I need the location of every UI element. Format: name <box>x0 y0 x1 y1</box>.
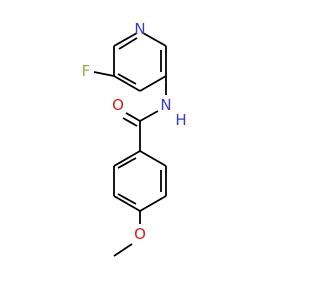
bond <box>113 32 138 47</box>
bond <box>117 157 137 169</box>
amide-nitrogen-label: N <box>160 96 171 114</box>
bond <box>117 73 137 85</box>
benzene-ring <box>113 150 167 212</box>
bond <box>113 75 141 92</box>
bond <box>139 150 167 167</box>
bond <box>125 112 141 122</box>
bond <box>117 193 137 205</box>
bond <box>139 75 167 92</box>
bond <box>139 110 159 122</box>
ether-oxygen-label: O <box>134 225 146 243</box>
bond <box>142 32 167 47</box>
bond <box>122 117 138 127</box>
bond <box>113 243 133 257</box>
bond <box>139 195 167 212</box>
bond <box>93 71 115 77</box>
carbonyl-oxygen-label: O <box>112 96 124 114</box>
amide-hydrogen-label: H <box>175 111 186 129</box>
fluorine-label: F <box>82 62 91 80</box>
pyridine-nitrogen-label: N <box>134 20 145 38</box>
bond <box>118 37 138 50</box>
bond <box>113 150 141 167</box>
bond <box>113 195 141 212</box>
pyridine-ring <box>113 32 167 92</box>
molecule-structure-diagram: N F N H O O <box>82 20 187 257</box>
